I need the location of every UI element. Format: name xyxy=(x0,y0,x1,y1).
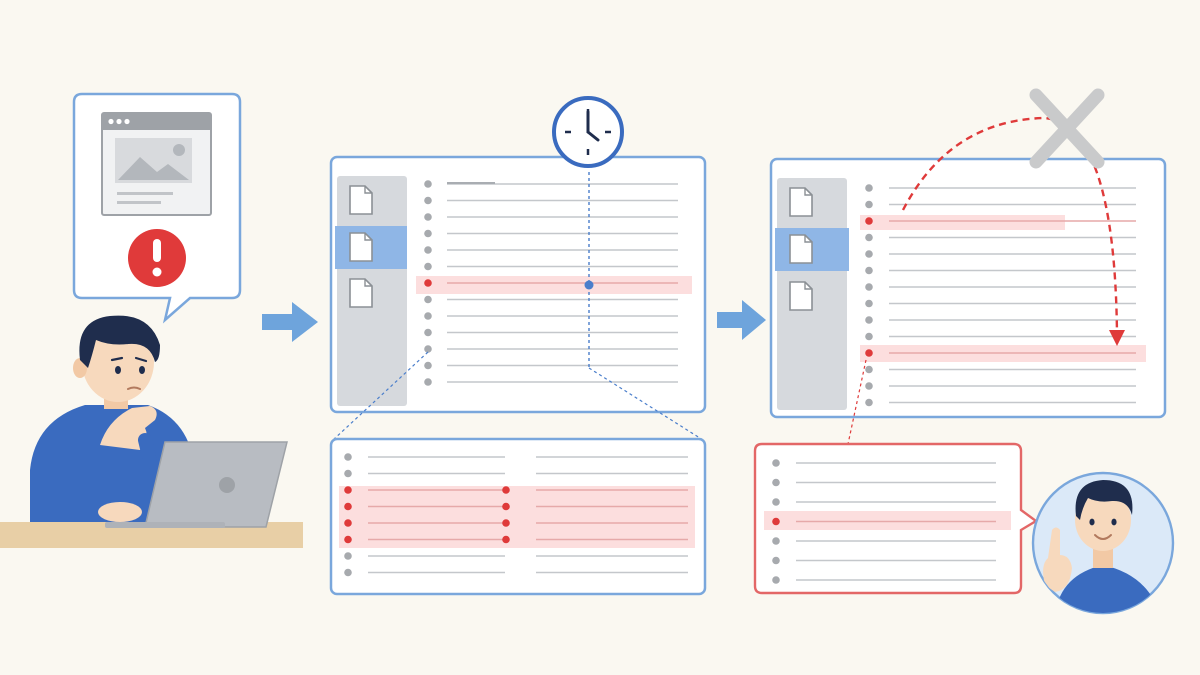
exclamation-circle-icon xyxy=(128,229,186,287)
happy-person-avatar xyxy=(1031,471,1175,615)
zoom-connector-right xyxy=(588,367,704,441)
jump-arrow-head xyxy=(1109,330,1125,346)
arrow-right-icon xyxy=(262,302,318,342)
highlight-dot xyxy=(865,349,873,357)
list-dot xyxy=(772,537,780,545)
laptop xyxy=(105,441,288,528)
image-placeholder-icon xyxy=(115,138,192,204)
list-dot xyxy=(865,365,873,374)
scan-point xyxy=(584,280,594,290)
clock-icon xyxy=(552,96,624,168)
file-icon xyxy=(789,281,813,311)
file-icon-fold xyxy=(804,282,812,290)
list-dot xyxy=(772,576,780,584)
highlight-dot xyxy=(502,486,510,494)
highlight-row xyxy=(416,276,692,294)
list-dot xyxy=(865,266,873,275)
file-icon-fold xyxy=(364,186,372,194)
list-dot xyxy=(424,328,432,337)
file-icon xyxy=(349,185,373,215)
file-icon xyxy=(789,234,813,264)
list-dot xyxy=(865,299,873,308)
file-icon-fold xyxy=(364,279,372,287)
file-icon-body xyxy=(349,232,373,262)
file-icon-fold xyxy=(804,235,812,243)
file-icon-fold xyxy=(804,188,812,196)
x-mark-icon xyxy=(1029,88,1105,169)
highlight-row-source xyxy=(860,215,1065,230)
slow-scan-zoom-panel xyxy=(329,437,707,596)
list-dot xyxy=(772,556,780,565)
zoom-highlight-row xyxy=(764,511,1011,530)
zoom-connector-red xyxy=(847,359,867,445)
list-dot xyxy=(424,262,432,271)
zoom-highlight-block xyxy=(339,486,695,548)
list-dot xyxy=(424,180,432,188)
file-icon xyxy=(789,187,813,217)
list-dot xyxy=(865,382,873,390)
highlight-dot xyxy=(502,502,510,511)
file-icon xyxy=(349,278,373,308)
list-dot xyxy=(424,312,432,320)
file-icon-body xyxy=(789,234,813,264)
confused-person xyxy=(0,315,303,548)
highlight-dot xyxy=(344,535,352,544)
highlight-dot xyxy=(502,535,510,544)
list-dot xyxy=(865,233,873,242)
highlight-dot xyxy=(502,519,510,527)
list-dot xyxy=(772,498,780,506)
list-dot xyxy=(865,184,873,192)
list-dot xyxy=(424,229,432,238)
speech-bubble xyxy=(72,92,242,324)
list-dot xyxy=(344,568,352,577)
arrow-right-icon xyxy=(717,300,766,340)
highlight-dot xyxy=(424,279,432,287)
list-dot xyxy=(865,332,873,341)
direct-jump-zoom-panel xyxy=(753,442,1039,595)
list-dot xyxy=(865,250,873,258)
slow-scan-panel xyxy=(329,155,707,414)
direct-jump-panel xyxy=(769,157,1167,419)
file-icon-body xyxy=(789,281,813,311)
list-dot xyxy=(344,469,352,478)
list-dot xyxy=(424,361,432,370)
list-dot xyxy=(424,246,432,254)
list-dot xyxy=(865,200,873,209)
highlight-dot xyxy=(772,517,780,526)
list-dot xyxy=(424,378,432,386)
highlight-dot xyxy=(865,217,873,225)
highlight-dot xyxy=(344,486,352,494)
file-icon-fold xyxy=(364,233,372,241)
list-dot xyxy=(865,283,873,291)
list-dot xyxy=(865,398,873,407)
list-dot xyxy=(424,295,432,304)
file-icon-body xyxy=(349,278,373,308)
list-dot xyxy=(344,453,352,461)
file-icon-body xyxy=(349,185,373,215)
list-dot xyxy=(772,478,780,487)
list-dot xyxy=(344,552,352,560)
list-dot xyxy=(424,345,432,353)
list-dot xyxy=(865,316,873,324)
highlight-dot xyxy=(344,502,352,511)
file-icon xyxy=(349,232,373,262)
list-dot xyxy=(772,459,780,467)
highlight-dot xyxy=(344,519,352,527)
list-dot xyxy=(424,213,432,221)
list-dot xyxy=(424,196,432,205)
file-icon-body xyxy=(789,187,813,217)
jump-arrow xyxy=(901,116,1119,336)
